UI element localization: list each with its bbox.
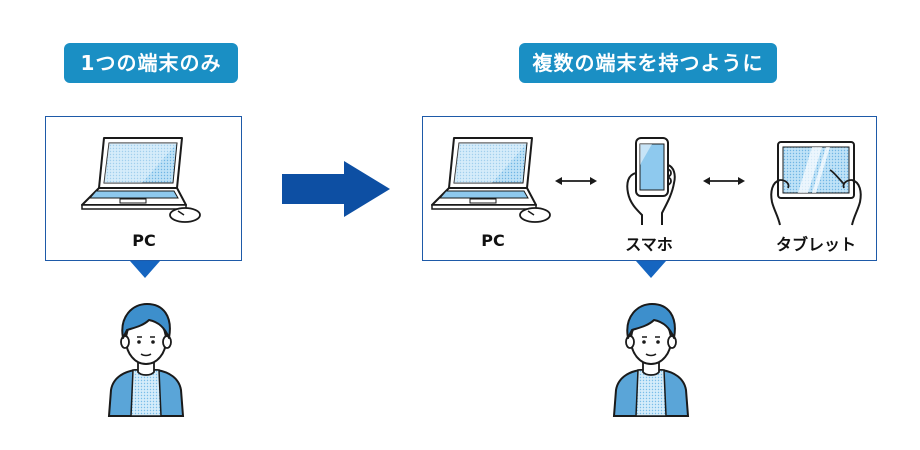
double-arrow-icon xyxy=(703,177,745,185)
right-title-pill: 複数の端末を持つように xyxy=(519,43,777,83)
pc-device-label: PC xyxy=(481,231,505,250)
tablet-device-label: タブレット xyxy=(775,235,856,254)
smartphone-icon xyxy=(626,137,676,225)
right-title: 複数の端末を持つように xyxy=(532,51,764,75)
person-illustration xyxy=(612,303,690,417)
pointer-triangle xyxy=(636,261,666,278)
laptop-icon xyxy=(81,137,201,223)
pointer-triangle xyxy=(130,261,160,278)
arrow-right-icon xyxy=(282,161,390,217)
person-illustration xyxy=(107,303,185,417)
double-arrow-icon xyxy=(555,177,597,185)
left-device-label: PC xyxy=(132,231,156,250)
tablet-icon xyxy=(770,141,862,226)
smartphone-device-label: スマホ xyxy=(625,235,673,254)
laptop-icon xyxy=(431,137,551,223)
left-title-pill: 1つの端末のみ xyxy=(64,43,238,83)
left-title: 1つの端末のみ xyxy=(80,51,222,75)
